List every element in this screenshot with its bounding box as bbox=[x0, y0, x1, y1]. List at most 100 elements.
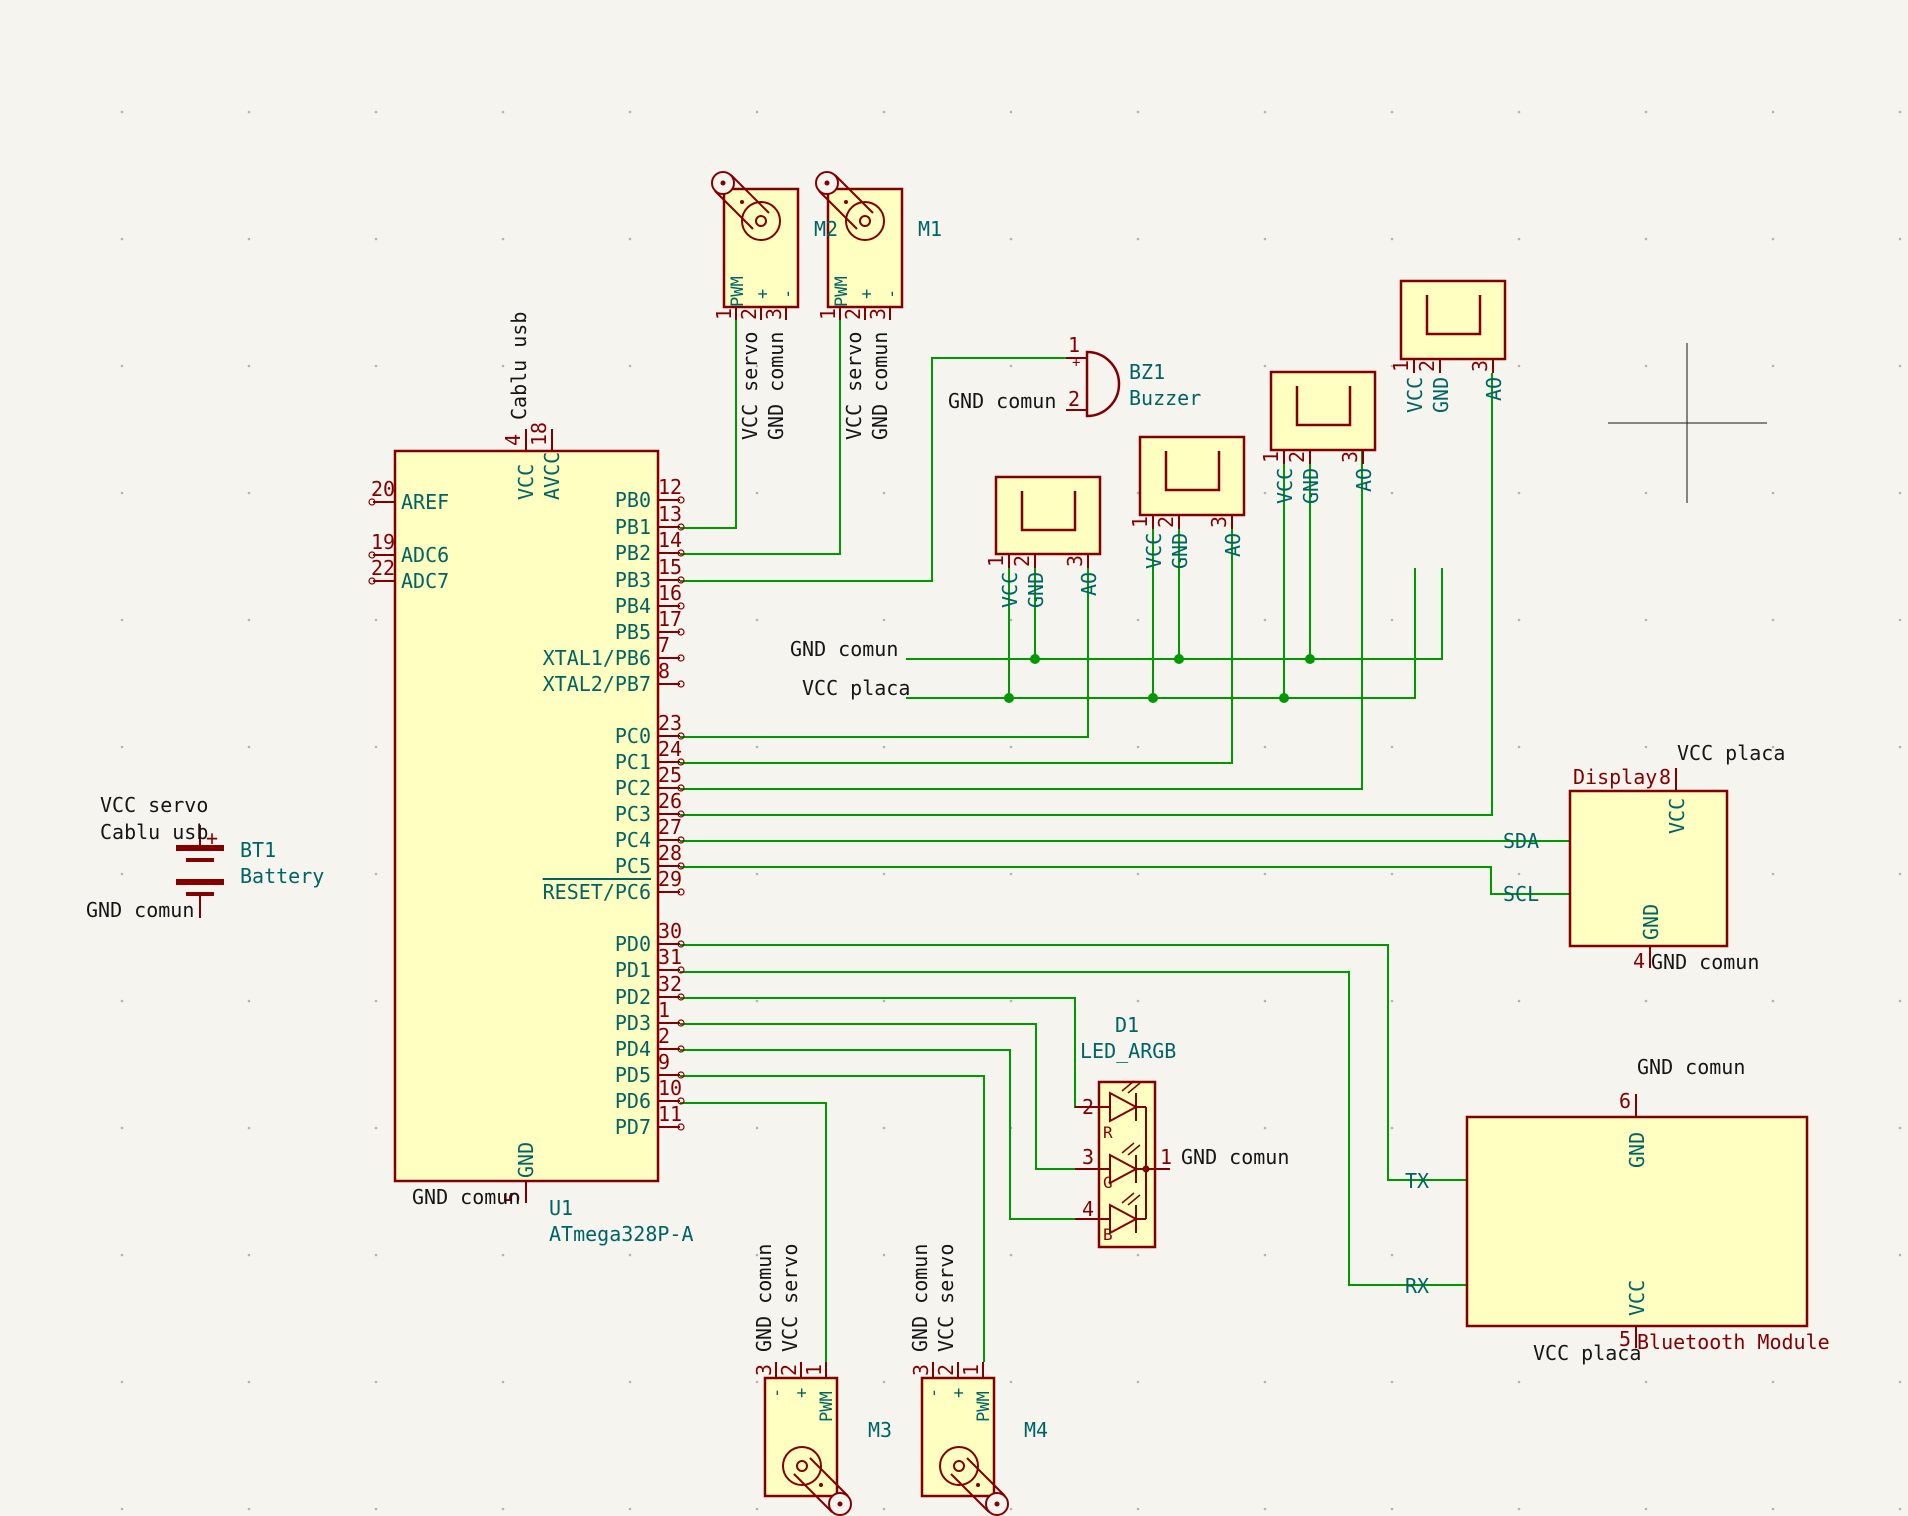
mcu-pin-name: PD5 bbox=[615, 1063, 651, 1087]
pin-terminal-icon bbox=[677, 732, 685, 740]
grid-dot bbox=[1263, 1253, 1267, 1257]
net-label-vcc-servo: VCC servo bbox=[738, 332, 762, 440]
sensor-body bbox=[1399, 279, 1507, 361]
sensor-slot-icon bbox=[1020, 491, 1077, 532]
mcu-pin-num: 27 bbox=[658, 815, 682, 839]
pin-terminal-icon bbox=[677, 758, 685, 766]
mcu-u1[interactable]: 12PB013PB114PB215PB316PB417PB57XTAL1/PB6… bbox=[368, 312, 694, 1246]
led-d1[interactable]: 2 3 4 1 R G B D1 LED_ARGB GND comun bbox=[1075, 1013, 1289, 1249]
bluetooth-module[interactable]: 6 5 GND VCC TX RX Bluetooth Module GND c… bbox=[1405, 1055, 1830, 1365]
grid-dot bbox=[120, 364, 124, 368]
sensor-pin-num: 1 bbox=[1259, 451, 1283, 463]
mcu-pin-num: 13 bbox=[658, 502, 682, 526]
servo-ref-m2: M2 bbox=[814, 217, 838, 241]
sensor-body bbox=[1269, 370, 1377, 452]
junction bbox=[1279, 693, 1289, 703]
grid-dot bbox=[120, 491, 124, 495]
servo-pin-num: 1 bbox=[712, 308, 736, 320]
grid-dot bbox=[1898, 745, 1902, 749]
grid-dot bbox=[882, 491, 886, 495]
grid-dot bbox=[247, 110, 251, 114]
pin-terminal-icon bbox=[677, 602, 685, 610]
grid-dot bbox=[1771, 1507, 1775, 1511]
grid-dot bbox=[1136, 110, 1140, 114]
servo-horn-icon bbox=[939, 1446, 1009, 1516]
mcu-pin-num: 2 bbox=[658, 1024, 670, 1048]
grid-dot bbox=[374, 872, 378, 876]
net-label-vcc-servo: VCC servo bbox=[778, 1244, 802, 1352]
servo-ref-m3: M3 bbox=[868, 1418, 892, 1442]
mcu-pins: 12PB013PB114PB215PB316PB417PB57XTAL1/PB6… bbox=[368, 422, 685, 1203]
led-pin-name: G bbox=[1103, 1173, 1113, 1192]
servo-pin-name: + bbox=[792, 1388, 812, 1398]
mcu-pin-name: XTAL2/PB7 bbox=[543, 672, 651, 696]
led-pin-name: R bbox=[1103, 1123, 1113, 1142]
mcu-pin-name: PB3 bbox=[615, 568, 651, 592]
buzzer-bz1[interactable]: 1 2 + BZ1 Buzzer GND comun bbox=[948, 333, 1201, 418]
grid-dot bbox=[755, 999, 759, 1003]
grid-dot bbox=[120, 1126, 124, 1130]
display-pin-num: 4 bbox=[1633, 949, 1645, 973]
bluetooth-pin-num: 6 bbox=[1619, 1089, 1631, 1113]
display-label: Display bbox=[1573, 765, 1657, 789]
buzzer-pin-num: 1 bbox=[1068, 333, 1080, 357]
grid-dot bbox=[247, 1126, 251, 1130]
grid-dot bbox=[1898, 1507, 1902, 1511]
pin-terminal-icon bbox=[677, 862, 685, 870]
led-pin-name: B bbox=[1103, 1225, 1113, 1244]
pin-terminal-icon bbox=[677, 496, 685, 504]
grid-dot bbox=[882, 745, 886, 749]
mcu-pin-name: PB4 bbox=[615, 594, 651, 618]
grid-dot bbox=[247, 364, 251, 368]
display-module[interactable]: Display 8 4 VCC GND SDA SCL VCC placa GN… bbox=[1503, 741, 1785, 974]
grid-dot bbox=[755, 364, 759, 368]
mcu-pin-num: 1 bbox=[658, 998, 670, 1022]
grid-dot bbox=[1517, 745, 1521, 749]
grid-dot bbox=[1898, 872, 1902, 876]
bluetooth-pin-name: VCC bbox=[1625, 1280, 1649, 1316]
grid-dot bbox=[1898, 491, 1902, 495]
sensor-pin-num: 2 bbox=[1154, 516, 1178, 528]
servo-pin-name: PWM bbox=[974, 1391, 994, 1422]
mcu-pin-name: XTAL1/PB6 bbox=[543, 646, 651, 670]
mcu-pin-name: PD4 bbox=[615, 1037, 651, 1061]
led-pin-num: 2 bbox=[1082, 1095, 1094, 1119]
sensor-pin-name: AO bbox=[1352, 468, 1376, 492]
led-pin-num: 3 bbox=[1082, 1145, 1094, 1169]
grid-dot bbox=[628, 1507, 632, 1511]
mcu-pin-name: GND bbox=[514, 1142, 538, 1178]
grid-dot bbox=[1136, 1507, 1140, 1511]
mcu-pin-num: 31 bbox=[658, 945, 682, 969]
mcu-pin-name: PB0 bbox=[615, 488, 651, 512]
wires bbox=[680, 320, 1570, 1362]
sensor-pin-num: 2 bbox=[1010, 555, 1034, 567]
servo-pin-num: 3 bbox=[866, 308, 890, 320]
display-body bbox=[1568, 789, 1729, 948]
net-label-vcc-servo: VCC servo bbox=[842, 332, 866, 440]
grid-dot bbox=[1644, 618, 1648, 622]
grid-dot bbox=[1644, 1507, 1648, 1511]
pin-terminal-icon bbox=[368, 498, 376, 506]
grid-dot bbox=[374, 1380, 378, 1384]
grid-dot bbox=[628, 1380, 632, 1384]
servo-horn-icon bbox=[815, 171, 885, 241]
grid-dot bbox=[1644, 999, 1648, 1003]
grid-dot bbox=[1263, 872, 1267, 876]
mcu-ref: U1 bbox=[549, 1196, 573, 1220]
grid-dot bbox=[1644, 1380, 1648, 1384]
grid-dots bbox=[120, 110, 1902, 1511]
battery-bt1[interactable]: + BT1 Battery VCC servo Cablu usb GND co… bbox=[86, 793, 324, 922]
led-ref: D1 bbox=[1115, 1013, 1139, 1037]
grid-dot bbox=[1644, 491, 1648, 495]
sensor-body bbox=[1138, 435, 1246, 517]
junction bbox=[1174, 654, 1184, 664]
mcu-pin-name: PD3 bbox=[615, 1011, 651, 1035]
